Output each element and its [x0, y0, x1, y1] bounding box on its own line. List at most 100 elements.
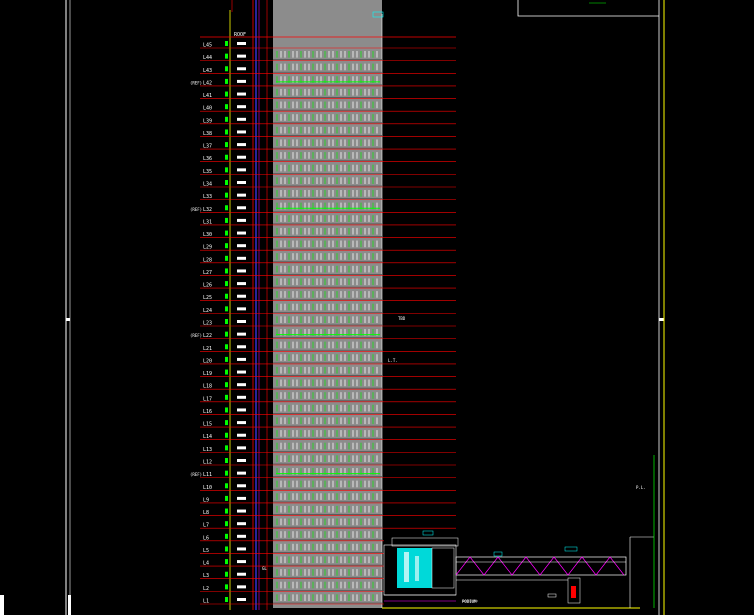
facade-window [276, 88, 278, 96]
facade-window [296, 63, 298, 71]
facade-window [300, 569, 302, 576]
facade-window [344, 455, 346, 462]
facade-window [324, 468, 326, 475]
facade-window [276, 329, 278, 336]
facade-window [372, 455, 374, 462]
facade-window [352, 139, 354, 147]
level-marker [225, 91, 228, 97]
facade-window [308, 114, 310, 121]
facade-window [324, 265, 326, 273]
facade-window [312, 341, 314, 349]
facade-window [276, 303, 278, 311]
facade-window [280, 531, 282, 538]
level-marker [225, 268, 228, 274]
facade-window [304, 227, 306, 235]
facade-window [292, 442, 294, 450]
facade-window [340, 366, 342, 374]
facade-window [300, 354, 302, 361]
facade-window [332, 518, 334, 526]
facade-window [332, 417, 334, 425]
facade-window [376, 505, 378, 513]
facade-window [352, 543, 354, 551]
facade-window [332, 392, 334, 399]
facade-window [288, 177, 290, 184]
facade-window [312, 594, 314, 601]
facade-window [356, 139, 358, 147]
facade-window [320, 227, 322, 235]
facade-window [360, 177, 362, 184]
facade-window [284, 139, 286, 147]
facade-window [360, 190, 362, 197]
facade-window [360, 126, 362, 134]
facade-window [292, 366, 294, 374]
facade-window [324, 76, 326, 83]
facade-window [324, 177, 326, 184]
facade-window [320, 543, 322, 551]
level-marker [225, 483, 228, 489]
facade-window [320, 455, 322, 462]
facade-window [304, 354, 306, 361]
facade-window [276, 442, 278, 450]
facade-window [348, 480, 350, 488]
facade-window [300, 63, 302, 71]
facade-window [280, 341, 282, 349]
facade-window [332, 227, 334, 235]
facade-window [368, 63, 370, 71]
facade-window [312, 316, 314, 323]
facade-window [340, 354, 342, 361]
level-label: L38 [203, 131, 212, 137]
facade-window [300, 518, 302, 526]
facade-window [328, 126, 330, 134]
facade-window [364, 291, 366, 298]
facade-window [304, 505, 306, 513]
facade-window [324, 493, 326, 500]
facade-window [336, 392, 338, 399]
elevation-tag [237, 383, 246, 387]
facade-window [340, 253, 342, 260]
elevation-tag [237, 105, 246, 109]
facade-window [308, 240, 310, 248]
elevation-tag [237, 496, 246, 500]
facade-window [312, 291, 314, 298]
facade-window [320, 316, 322, 323]
facade-window [316, 316, 318, 323]
facade-window [352, 556, 354, 564]
facade-window [276, 505, 278, 513]
facade-window [284, 531, 286, 538]
facade-window [364, 202, 366, 210]
facade-window [284, 177, 286, 184]
facade-window [320, 152, 322, 159]
facade-window [312, 265, 314, 273]
elevation-tag [237, 181, 246, 184]
facade-window [280, 581, 282, 589]
facade-window [296, 215, 298, 222]
facade-window [340, 543, 342, 551]
facade-window [300, 594, 302, 601]
facade-window [328, 556, 330, 564]
elevation-tag [237, 484, 246, 488]
facade-window [284, 468, 286, 475]
facade-window [304, 240, 306, 248]
facade-window [348, 594, 350, 601]
level-label: L20 [203, 358, 212, 364]
level-marker [225, 243, 228, 249]
facade-window [292, 341, 294, 349]
facade-window [312, 392, 314, 399]
facade-window [372, 556, 374, 564]
elevation-tag [237, 218, 246, 222]
facade-window [284, 442, 286, 450]
facade-window [348, 253, 350, 260]
facade-window [336, 354, 338, 361]
facade-window [352, 265, 354, 273]
facade-window [276, 253, 278, 260]
facade-window [300, 51, 302, 58]
facade-window [372, 329, 374, 336]
facade-window [320, 505, 322, 513]
facade-window [340, 430, 342, 437]
facade-window [372, 114, 374, 121]
facade-window [316, 101, 318, 109]
facade-window [316, 265, 318, 273]
facade-window [300, 493, 302, 500]
facade-window [352, 417, 354, 425]
facade-window [324, 227, 326, 235]
